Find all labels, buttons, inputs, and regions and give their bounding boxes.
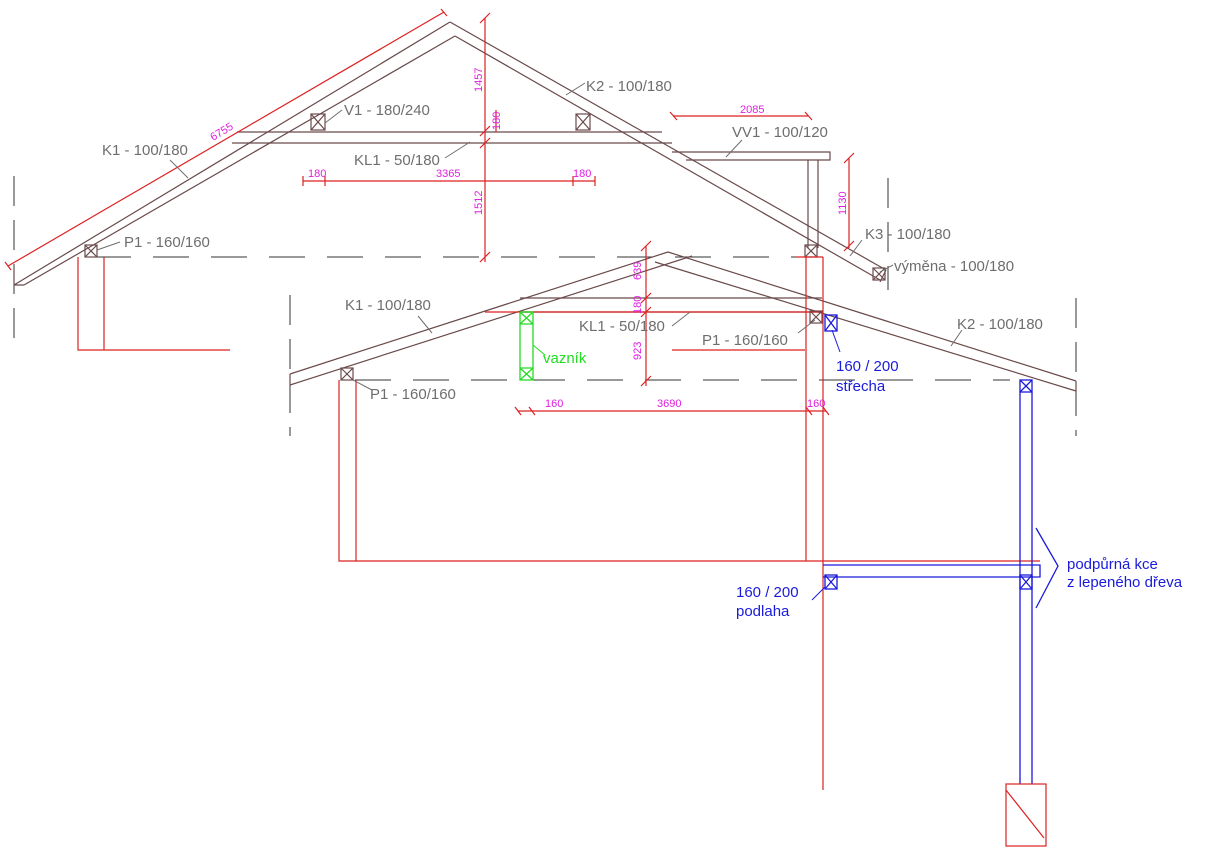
label-vv1: VV1 - 100/120 (732, 124, 828, 141)
dim-180-top-left: 180 (308, 168, 326, 180)
truss-vaznik (519, 311, 534, 381)
dim-180-upper: 180 (491, 112, 503, 130)
upper-left-wall (77, 257, 230, 351)
post-v1-left (310, 113, 326, 131)
lower-building-walls (338, 256, 1040, 790)
label-k2-lower: K2 - 100/180 (957, 316, 1043, 333)
dim-1130: 1130 (837, 191, 849, 215)
label-p1-lower-right: P1 - 160/160 (702, 332, 788, 349)
dim-2085: 2085 (740, 104, 764, 116)
blue-column-joint (1019, 574, 1033, 590)
rafter-k1-upper (13, 21, 456, 286)
dim-180-top-right: 180 (573, 168, 591, 180)
upper-roof (4, 8, 889, 351)
label-k3: K3 - 100/180 (865, 226, 951, 243)
collar-kl1-upper (232, 131, 672, 144)
dimline-3690 (514, 406, 830, 416)
blue-floor-joist (824, 574, 838, 590)
dim-160-left: 160 (545, 398, 563, 410)
dim-639: 639 (632, 262, 644, 280)
label-k1-upper: K1 - 100/180 (102, 142, 188, 159)
footing (1005, 783, 1047, 847)
post-v1-right (575, 113, 591, 131)
dim-180-lower: 180 (632, 296, 644, 314)
label-k1-lower: K1 - 100/180 (345, 297, 431, 314)
dim-3690: 3690 (657, 398, 681, 410)
label-podpurna-2: z lepeného dřeva (1067, 574, 1183, 591)
blue-roof-beam (824, 314, 838, 332)
dim-rafter-6755: 6755 (208, 121, 235, 144)
text-labels: K1 - 100/180 V1 - 180/240 KL1 - 50/180 K… (102, 78, 1183, 620)
dim-3365: 3365 (436, 168, 460, 180)
dim-1457: 1457 (473, 68, 485, 92)
dimline-1130 (843, 152, 855, 252)
dimline-vertical-lower (640, 240, 652, 387)
label-strecha-size: 160 / 200 (836, 358, 899, 375)
purlin-p1-lower-right (809, 310, 823, 324)
label-p1-lower-left: P1 - 160/160 (370, 386, 456, 403)
label-podpurna-1: podpůrná kce (1067, 556, 1158, 573)
rafter-k1-lower (289, 251, 693, 386)
blue-floor-beam (823, 564, 1041, 578)
dimline-3365 (302, 176, 596, 186)
dim-923: 923 (632, 342, 644, 360)
purlin-p1-upper-left (84, 244, 98, 258)
rafter-k2-lower (654, 251, 1077, 392)
beam-vv1 (672, 151, 831, 161)
lower-roof (289, 240, 1077, 847)
label-podlaha: podlaha (736, 603, 790, 620)
leader-lines (96, 82, 963, 601)
label-kl1-upper: KL1 - 50/180 (354, 152, 440, 169)
label-p1-upper: P1 - 160/160 (124, 234, 210, 251)
label-podlaha-size: 160 / 200 (736, 584, 799, 601)
dimline-2085 (669, 111, 813, 121)
label-vaznik: vazník (543, 350, 587, 367)
label-k2-upper: K2 - 100/180 (586, 78, 672, 95)
dim-1512: 1512 (473, 191, 485, 215)
purlin-p1-upper-right (804, 244, 818, 258)
label-vymena: výměna - 100/180 (894, 258, 1014, 275)
support-arrow (1035, 527, 1059, 609)
label-kl1-lower: KL1 - 50/180 (579, 318, 665, 335)
dimension-texts: 6755 1457 180 1512 2085 1130 180 3365 18… (208, 68, 849, 410)
label-v1: V1 - 180/240 (344, 102, 430, 119)
post-vv1 (807, 160, 819, 248)
label-strecha: střecha (836, 378, 886, 395)
collar-red-line (485, 311, 822, 351)
dim-160-right: 160 (807, 398, 825, 410)
dimline-vertical-main (479, 12, 491, 263)
dimline-rafter (4, 8, 448, 271)
purlin-p1-lower-left (340, 367, 354, 381)
collar-kl1-lower (520, 297, 822, 313)
